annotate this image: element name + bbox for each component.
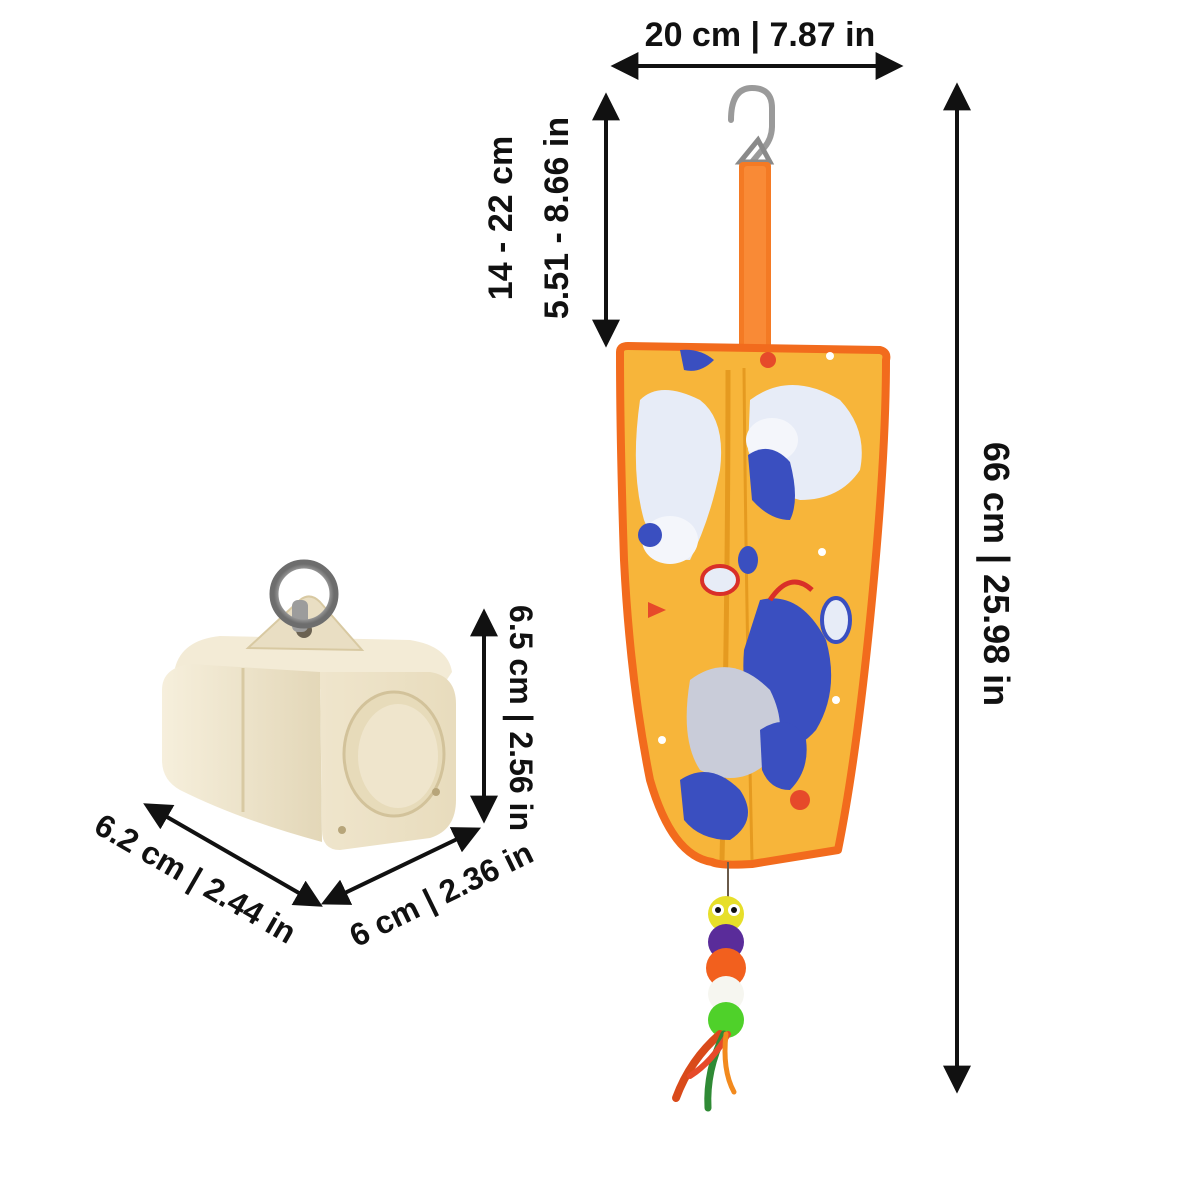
hanging-bag-toy bbox=[616, 84, 891, 1112]
box-height-label: 6.5 cm | 2.56 in bbox=[503, 605, 539, 831]
bag-width-label: 20 cm | 7.87 in bbox=[645, 16, 876, 54]
box-length-arrow bbox=[143, 803, 323, 907]
total-height-label: 66 cm | 25.98 in bbox=[975, 442, 1017, 706]
box-width-arrow bbox=[320, 827, 482, 905]
cat-pattern bbox=[635, 349, 862, 840]
dimension-lines bbox=[143, 52, 971, 1094]
s-hook bbox=[728, 84, 775, 165]
strap-length-cm-label: 14 - 22 cm bbox=[482, 136, 520, 300]
strap-length-in-label: 5.51 - 8.66 in bbox=[538, 117, 576, 319]
pompom-tail bbox=[672, 896, 746, 1112]
sound-box bbox=[162, 559, 456, 850]
box-width-label: 6 cm | 2.36 in bbox=[344, 834, 539, 954]
